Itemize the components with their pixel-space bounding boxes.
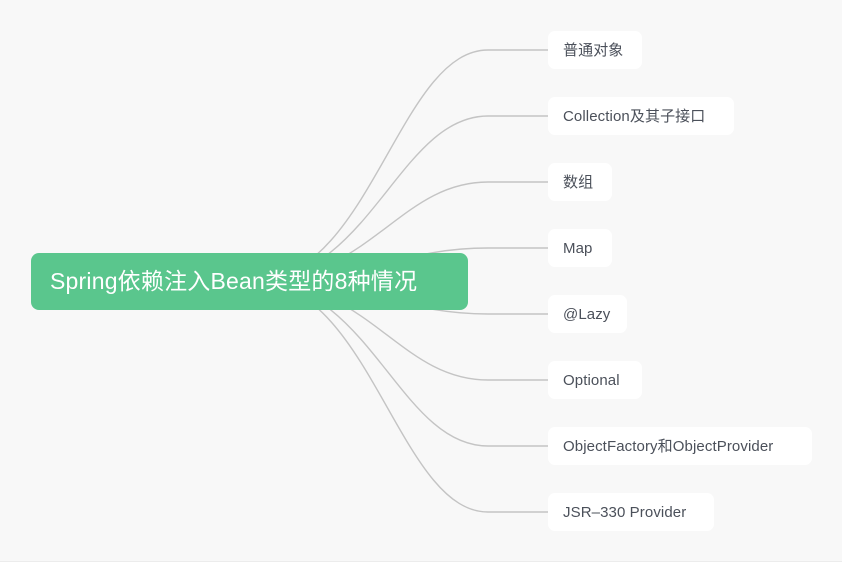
connector-path-1 — [252, 49, 549, 282]
leaf-node-6[interactable]: Optional — [548, 361, 642, 399]
leaf-node-2[interactable]: Collection及其子接口 — [548, 97, 734, 135]
leaf-node-4[interactable]: Map — [548, 229, 612, 267]
leaf-node-7[interactable]: ObjectFactory和ObjectProvider — [548, 427, 812, 465]
leaf-node-1-label: 普通对象 — [563, 41, 624, 59]
leaf-node-7-label: ObjectFactory和ObjectProvider — [563, 437, 774, 455]
root-node-label: Spring依赖注入Bean类型的8种情况 — [50, 268, 418, 294]
leaf-node-2-label: Collection及其子接口 — [563, 107, 706, 125]
connector-path-8 — [252, 280, 549, 513]
leaf-node-8-label: JSR–330 Provider — [563, 503, 687, 521]
leaf-node-1[interactable]: 普通对象 — [548, 31, 642, 69]
leaf-node-6-label: Optional — [563, 371, 620, 389]
leaf-node-5-label: @Lazy — [563, 305, 611, 323]
leaf-node-8[interactable]: JSR–330 Provider — [548, 493, 714, 531]
leaf-node-3[interactable]: 数组 — [548, 163, 612, 201]
leaf-node-3-label: 数组 — [563, 173, 594, 191]
leaf-node-4-label: Map — [563, 239, 593, 257]
leaf-node-5[interactable]: @Lazy — [548, 295, 627, 333]
root-node[interactable]: Spring依赖注入Bean类型的8种情况 — [31, 253, 468, 310]
